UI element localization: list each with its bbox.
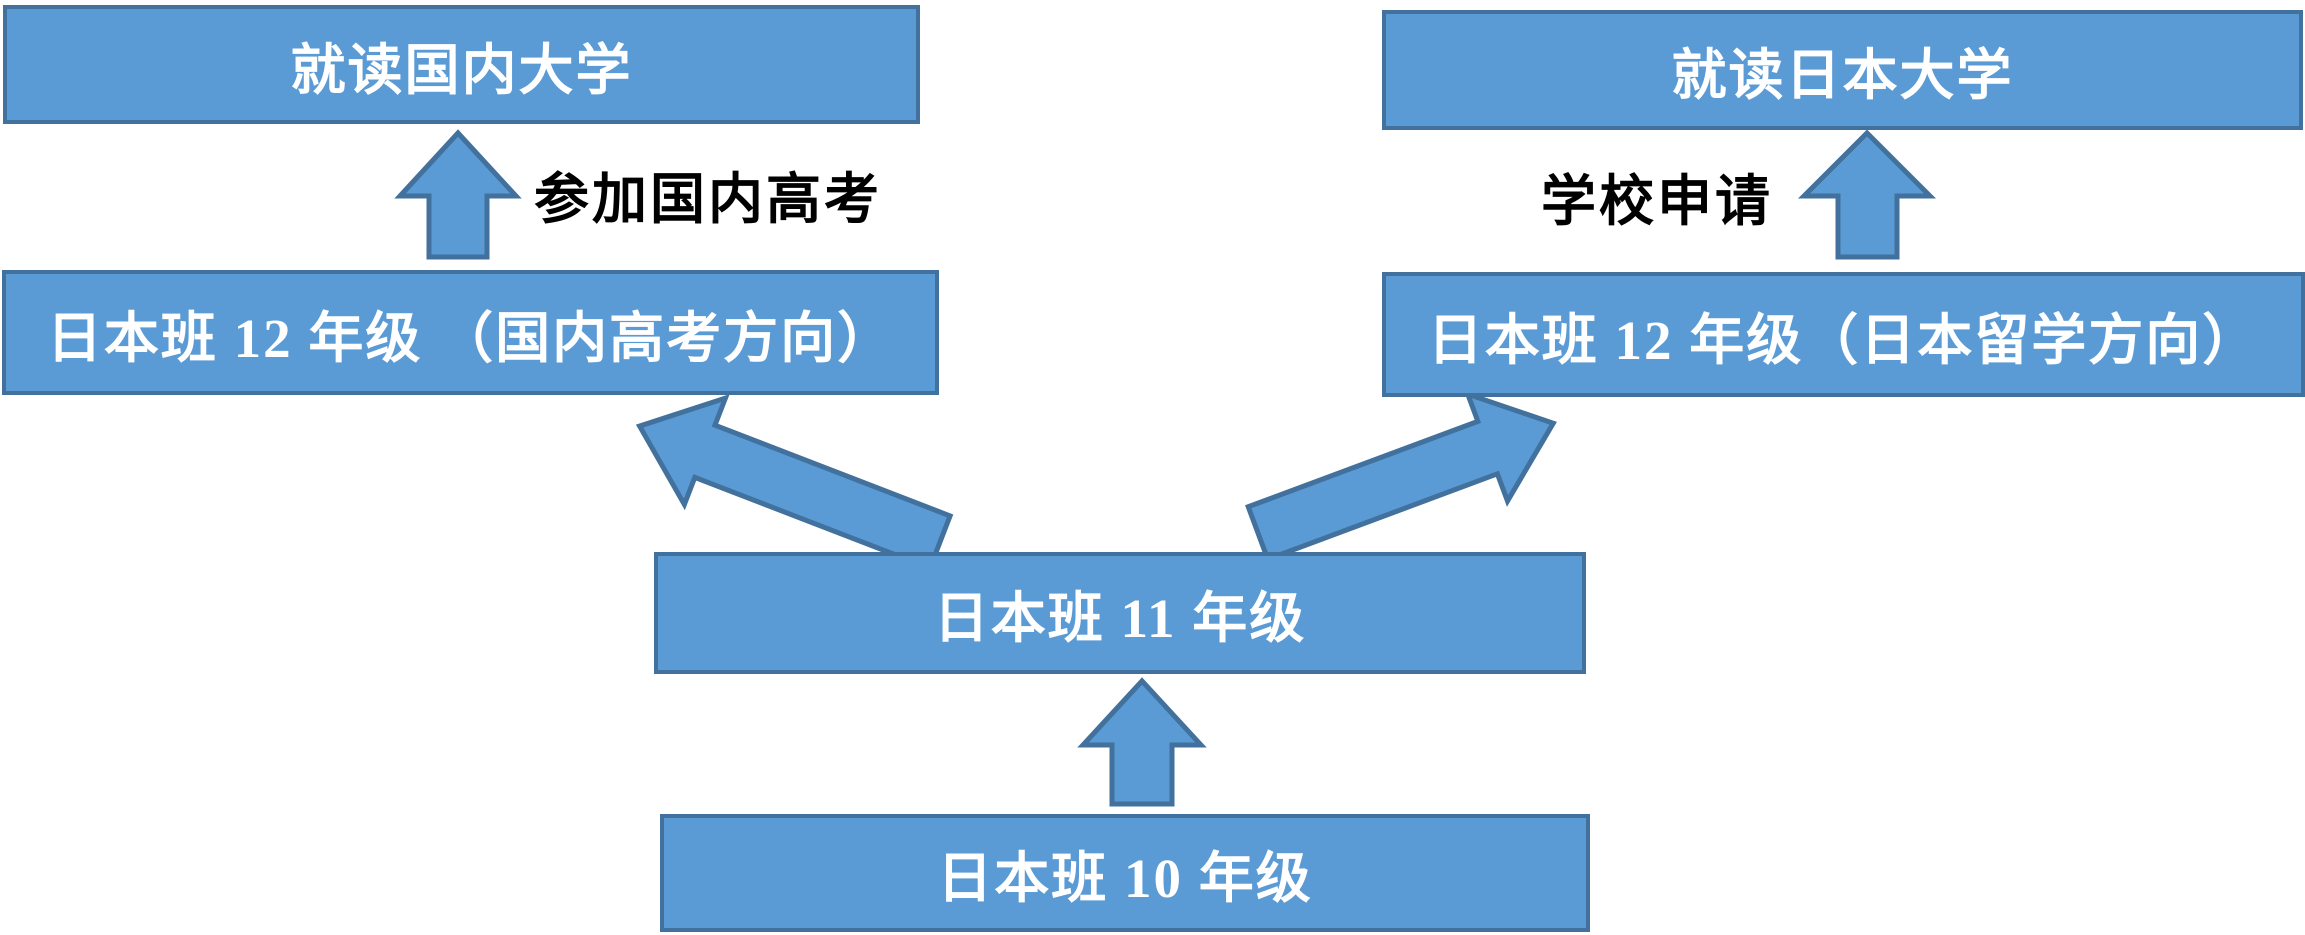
box-grade10: 日本班 10 年级 [660, 814, 1590, 932]
box-grade11: 日本班 11 年级 [654, 552, 1586, 674]
box-university-domestic: 就读国内大学 [3, 5, 920, 124]
box-grade12-japan-track: 日本班 12 年级（日本留学方向） [1382, 272, 2305, 397]
up-arrow-icon-grade10-to-grade11 [1077, 677, 1207, 807]
edge-label-gaokao-exam: 参加国内高考 [533, 169, 882, 230]
box-grade12-domestic-track: 日本班 12 年级 （国内高考方向） [2, 270, 939, 395]
box-university-japan: 就读日本大学 [1382, 10, 2303, 130]
edge-label-school-application: 学校申请 [1540, 171, 1773, 232]
